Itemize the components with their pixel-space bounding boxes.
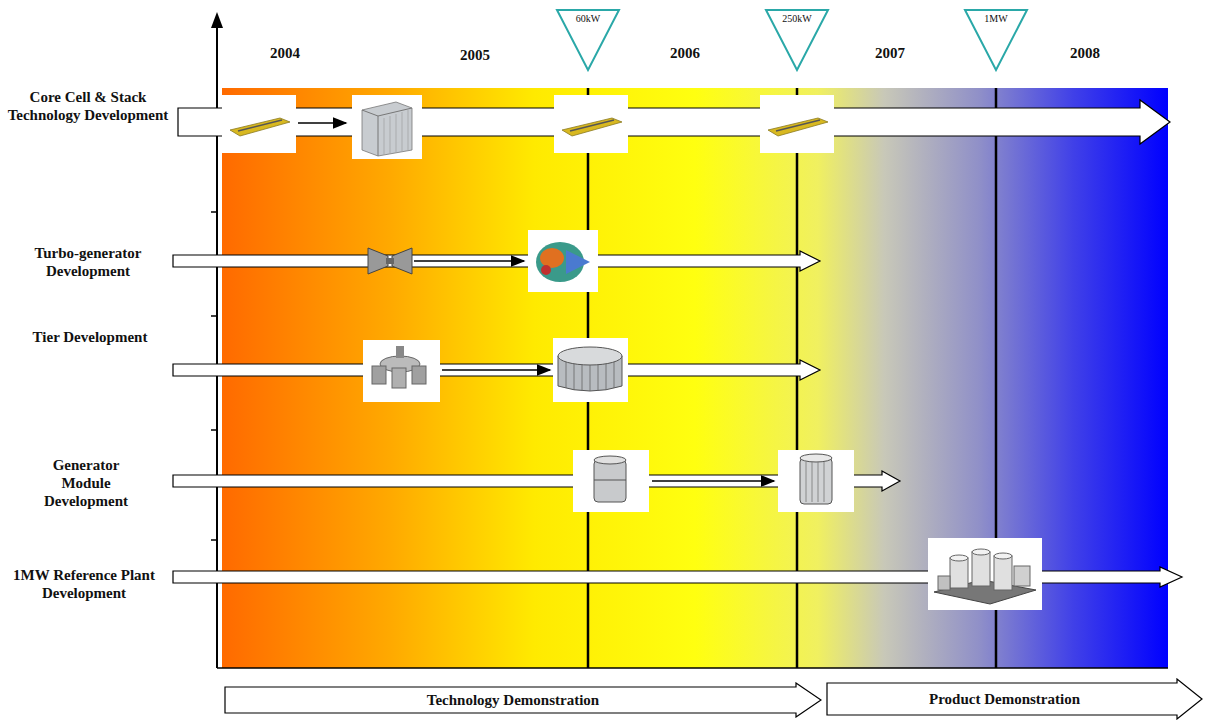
year-label: 2008 <box>1055 44 1115 62</box>
outline <box>827 679 1202 719</box>
progress-arrows <box>298 123 774 481</box>
milestone-triangle: 250kW <box>764 8 830 72</box>
row-label: Generator Module Development <box>30 456 142 510</box>
milestone-label: 60kW <box>555 8 621 25</box>
year-label: 2005 <box>445 46 505 64</box>
phase-label: Technology Demonstration <box>224 682 822 718</box>
phase-arrow: Technology Demonstration <box>224 682 822 718</box>
row-arrows <box>173 100 1182 587</box>
tier-model <box>363 340 440 402</box>
row-label: Core Cell & Stack Technology Development <box>2 88 174 124</box>
turbogenerator-model <box>528 230 598 292</box>
cell-image <box>222 95 296 153</box>
milestone-triangle: 60kW <box>555 8 621 72</box>
reference-plant <box>928 538 1042 610</box>
phase-arrow: Product Demonstration <box>826 678 1203 720</box>
milestone-label: 250kW <box>764 8 830 25</box>
row-label: Tier Development <box>30 328 150 346</box>
year-label: 2004 <box>255 44 315 62</box>
cell-image <box>760 95 834 153</box>
row-label: 1MW Reference Plant Development <box>8 566 160 602</box>
phase-label: Product Demonstration <box>826 678 1203 720</box>
row-label: Turbo-generator Development <box>8 244 168 280</box>
outline <box>225 683 821 717</box>
turbine-symbol <box>368 248 412 274</box>
milestone-triangle: 1MW <box>963 8 1029 72</box>
year-label: 2006 <box>655 44 715 62</box>
cell-image <box>554 95 628 153</box>
stack-image <box>352 95 422 159</box>
tier-model <box>553 338 628 402</box>
axis-head <box>211 12 223 28</box>
axis-base <box>217 667 1168 669</box>
generator-module <box>778 450 854 512</box>
year-label: 2007 <box>860 44 920 62</box>
milestone-label: 1MW <box>963 8 1029 25</box>
generator-module <box>573 450 649 512</box>
